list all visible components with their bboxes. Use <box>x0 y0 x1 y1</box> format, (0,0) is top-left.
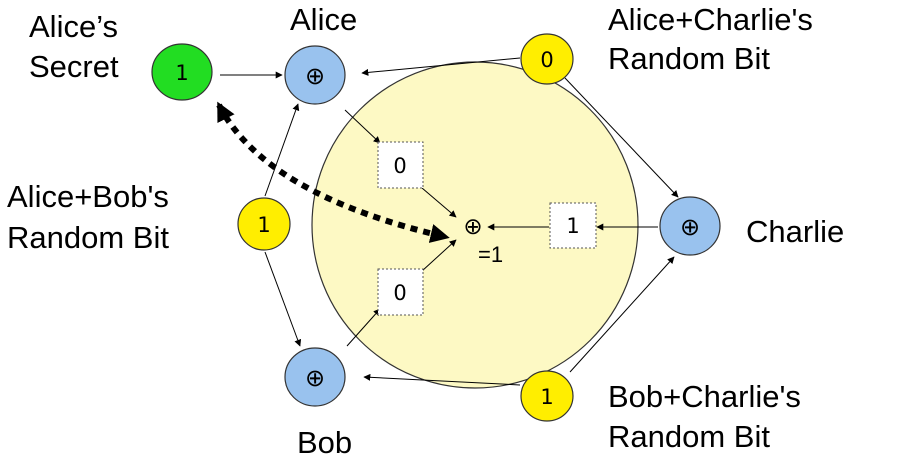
secret-result-dotted-arrow <box>216 101 450 243</box>
charlie-label: Charlie <box>746 214 845 249</box>
result-xor-symbol: ⊕ <box>463 214 482 240</box>
arrow-bobbox-to-result <box>421 239 457 272</box>
arrow-bob-to-box <box>346 308 381 347</box>
alice-xor-symbol: ⊕ <box>305 62 325 90</box>
ac-bit-label-line1: Alice+Charlie's <box>608 2 813 37</box>
bob-xor-node <box>284 347 346 407</box>
bc-bit-label-line2: Random Bit <box>608 419 770 454</box>
ac-random-bit-node <box>520 33 574 85</box>
bob-broadcast-value: 0 <box>393 281 406 305</box>
ab-bit-label-line1: Alice+Bob's <box>7 179 169 214</box>
alice-label: Alice <box>290 2 358 37</box>
charlie-xor-node <box>659 196 721 256</box>
bc-random-bit-node <box>520 370 574 422</box>
bob-xor-symbol: ⊕ <box>305 364 325 392</box>
charlie-broadcast-value: 1 <box>566 214 579 238</box>
arrow-acbit-to-alice <box>361 57 521 76</box>
bob-broadcast-box <box>377 268 424 316</box>
alice-xor-node <box>284 45 346 105</box>
bc-bit-label-line1: Bob+Charlie's <box>608 379 801 414</box>
ab-random-bit-node <box>237 197 291 251</box>
arrow-abbit-to-bob <box>264 251 302 347</box>
ab-random-bit-value: 1 <box>257 213 270 237</box>
arrow-acbit-to-charlie <box>564 77 679 198</box>
charlie-broadcast-box <box>549 202 597 249</box>
result-value: =1 <box>478 242 503 267</box>
alice-broadcast-box <box>377 141 424 189</box>
alice-broadcast-value: 0 <box>393 154 406 178</box>
arrow-bcbit-to-bob <box>363 373 521 386</box>
alice-secret-label-line1: Alice’s <box>29 9 119 44</box>
alice-secret-label-line2: Secret <box>29 49 119 84</box>
bob-label: Bob <box>297 425 353 460</box>
charlie-xor-symbol: ⊕ <box>680 213 700 241</box>
ac-bit-label-line2: Random Bit <box>608 41 770 76</box>
ac-random-bit-value: 0 <box>540 48 553 72</box>
bc-random-bit-value: 1 <box>540 385 553 409</box>
ab-bit-label-line2: Random Bit <box>7 220 169 255</box>
arrow-bcbit-to-charlie <box>569 256 675 373</box>
alice-secret-value: 1 <box>175 61 188 85</box>
alice-secret-node <box>151 43 213 101</box>
